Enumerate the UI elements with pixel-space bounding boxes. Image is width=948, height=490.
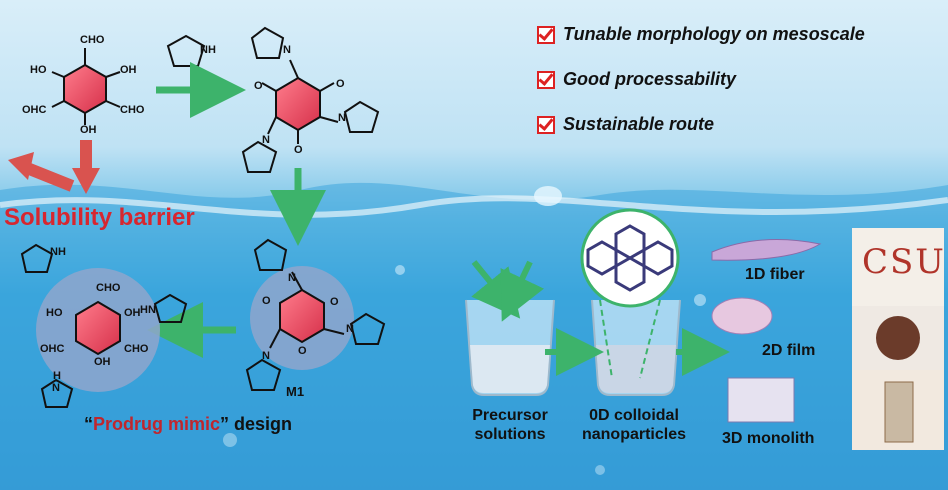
checkbox-icon	[537, 70, 555, 89]
hydroxyl-label: OH	[94, 356, 111, 368]
carbonyl-label: O	[330, 296, 339, 308]
water-splash	[0, 195, 948, 218]
carbonyl-label: O	[298, 345, 307, 357]
hydroxyl-label: HO	[30, 64, 47, 76]
m1-label: M1	[286, 384, 305, 399]
hydroxyl-label: OH	[124, 307, 141, 319]
bubble	[694, 294, 706, 306]
aldehyde-label: OHC	[22, 104, 47, 116]
film-graphic	[711, 297, 773, 335]
precursor-beaker	[465, 299, 555, 396]
pyrrolidine-nh-label: HN	[140, 304, 156, 316]
hydroxyl-label: OH	[80, 124, 97, 136]
nitrogen-label: N	[262, 134, 270, 146]
quote-open: “	[84, 414, 93, 434]
feature-item: Tunable morphology on mesoscale	[537, 24, 865, 45]
carbonyl-label: O	[294, 144, 303, 156]
triformylphloroglucinol-molecule	[51, 48, 121, 125]
pyrrolidine-nh-label: NH	[200, 44, 216, 56]
aldehyde-label: CHO	[124, 343, 149, 355]
pyrrolidine-nh-label: NH	[50, 246, 66, 258]
feature-text: Sustainable route	[563, 114, 715, 134]
carbonyl-label: O	[336, 78, 345, 90]
solubility-barrier-label: Solubility barrier	[4, 204, 195, 231]
prodrug-caption: “Prodrug mimic” design	[84, 414, 292, 435]
monolith-vial	[884, 381, 914, 443]
bubble	[595, 465, 605, 475]
colloid-beaker	[591, 299, 681, 396]
m1-molecule	[245, 238, 386, 391]
nitrogen-label: N	[346, 323, 354, 335]
bubble	[223, 433, 237, 447]
cof-lattice-zoom	[580, 208, 680, 379]
nitrogen-label: N	[283, 44, 291, 56]
nitrogen-label: N	[262, 350, 270, 362]
prodrug-mimic-molecule	[20, 243, 188, 408]
prodrug-rest: ” design	[220, 414, 293, 434]
aldehyde-label: CHO	[120, 104, 145, 116]
carbonyl-label: O	[262, 295, 271, 307]
enamine-intermediate-molecule	[241, 26, 380, 173]
aldehyde-label: OHC	[40, 343, 65, 355]
morphology-label-monolith: 3D monolith	[722, 430, 815, 447]
feature-text: Good processability	[563, 69, 737, 89]
fiber-graphic	[711, 239, 822, 261]
aldehyde-label: CHO	[80, 34, 105, 46]
bubble	[534, 186, 562, 206]
colloid-label: 0D colloidal nanoparticles	[581, 407, 687, 443]
feature-item: Good processability	[537, 69, 736, 90]
morphology-label-film: 2D film	[762, 342, 816, 359]
feature-text: Tunable morphology on mesoscale	[563, 24, 865, 44]
feed-arrow	[500, 260, 544, 322]
prodrug-highlight: Prodrug mimic	[93, 414, 221, 434]
checkbox-icon	[537, 115, 555, 134]
photo-csu-text: CSU	[862, 242, 946, 282]
nitrogen-label: N	[288, 272, 296, 284]
bubble	[395, 265, 405, 275]
film-disc	[876, 316, 920, 360]
morphology-label-fiber: 1D fiber	[745, 266, 805, 283]
feed-arrow	[471, 260, 521, 319]
solubility-barrier-arrows	[8, 140, 100, 194]
pyrrolidine-molecule	[166, 34, 206, 67]
aldehyde-label: CHO	[96, 282, 121, 294]
photo-csu	[852, 228, 944, 306]
hydroxyl-label: OH	[120, 64, 137, 76]
hydroxyl-label: HO	[46, 307, 63, 319]
carbonyl-label: O	[254, 80, 263, 92]
pyrrolidine-h-label: H	[53, 370, 61, 382]
checkbox-icon	[537, 25, 555, 44]
nitrogen-label: N	[52, 382, 60, 394]
nitrogen-label: N	[338, 112, 346, 124]
precursor-label: Precursor solutions	[472, 407, 548, 443]
monolith-graphic	[727, 377, 795, 423]
feature-item: Sustainable route	[537, 114, 714, 135]
